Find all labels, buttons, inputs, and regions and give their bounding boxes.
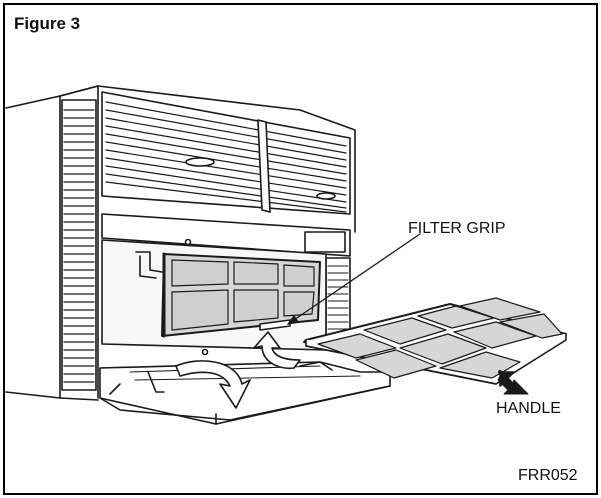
curved-arrow-up-icon (253, 331, 301, 370)
figure-code: FRR052 (518, 467, 578, 484)
installed-filter (161, 252, 321, 338)
figure-title: Figure 3 (14, 14, 81, 33)
filter-grip-label: FILTER GRIP (408, 220, 506, 237)
figure-border (3, 3, 598, 495)
curved-arrow-down-icon (175, 360, 251, 409)
ac-unit-body (5, 85, 356, 401)
base-tray (99, 361, 391, 425)
handle-label: HANDLE (496, 400, 561, 417)
filter-grip-leader (287, 233, 421, 325)
pointer-arrow-icon (497, 370, 529, 395)
